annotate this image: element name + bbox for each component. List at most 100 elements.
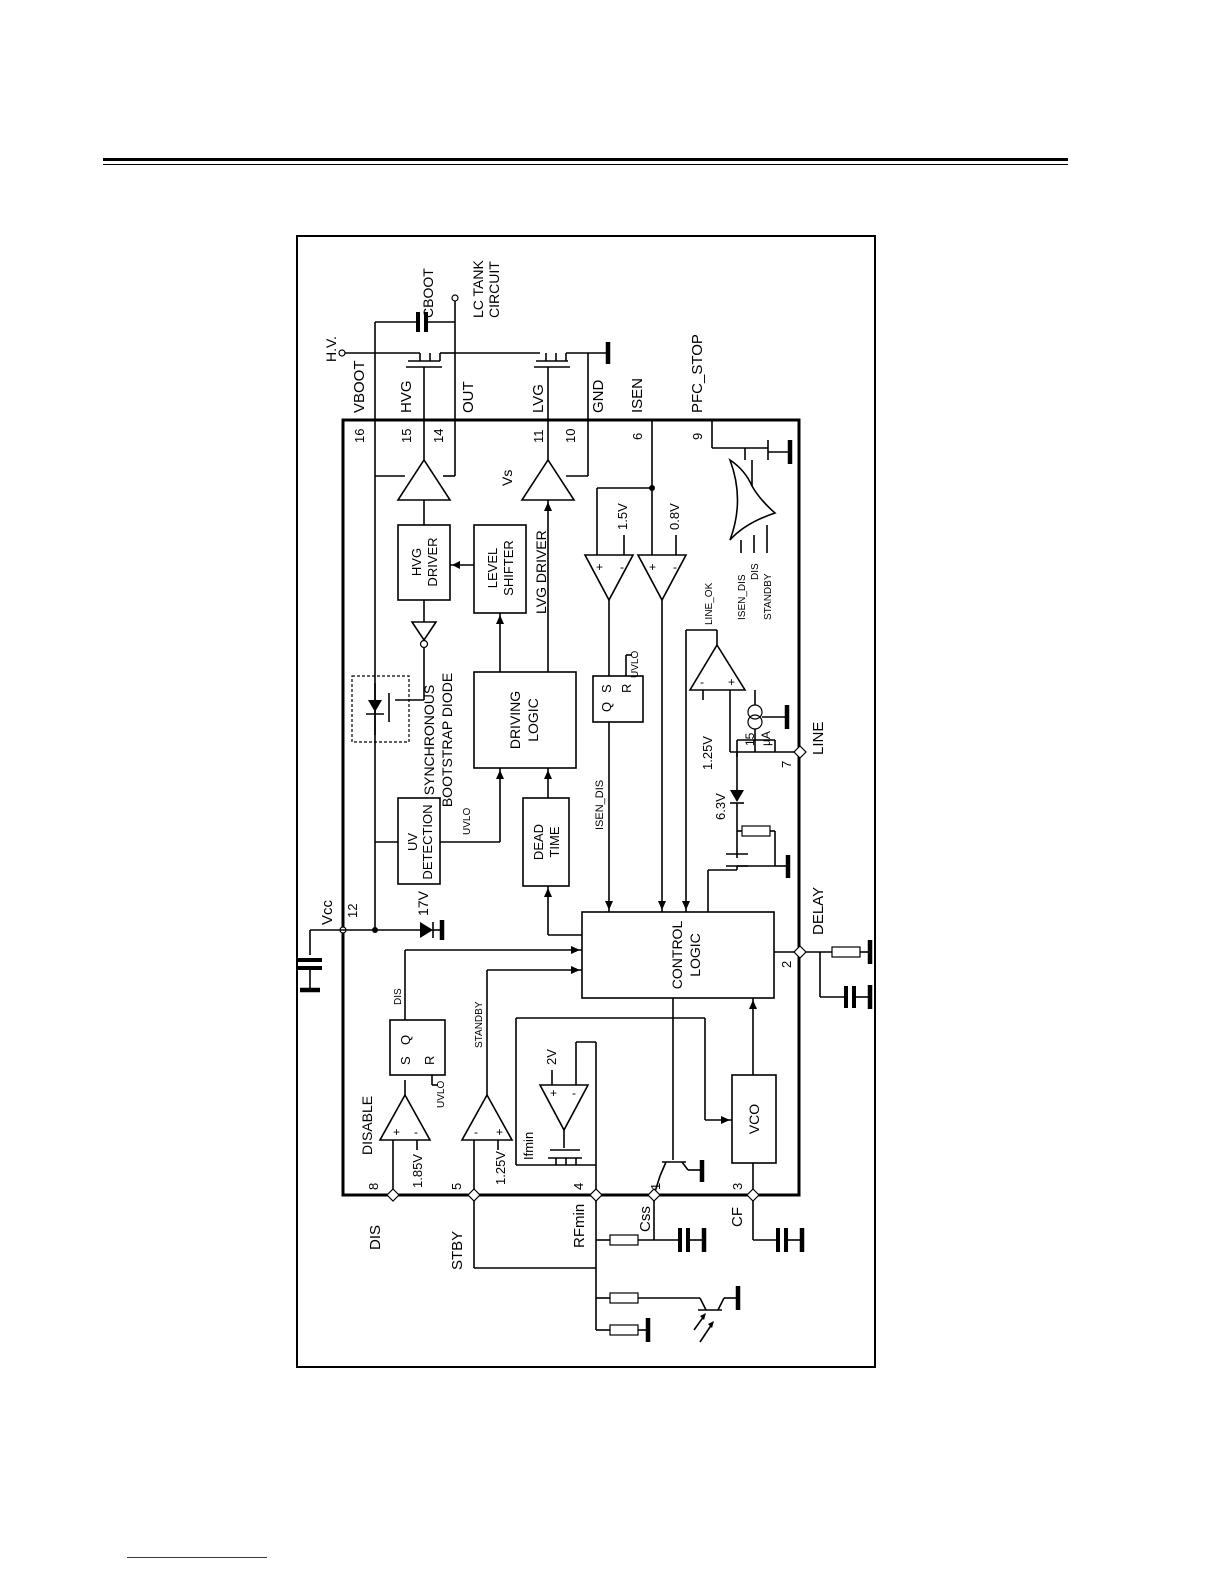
pin-out-label: OUT (460, 381, 477, 413)
zener-17v-label: 17V (415, 890, 431, 916)
pin-isen-label: ISEN (629, 378, 646, 413)
disable-latch-s: S (398, 1056, 413, 1065)
pin-number-6: 6 (630, 433, 645, 440)
uvlo-label-uv: UVLO (462, 808, 473, 835)
isen-latch-block (592, 675, 644, 723)
pin-number-2: 2 (779, 961, 794, 968)
pin-number-12: 12 (345, 904, 360, 918)
line-threshold-1-25v: 1.25V (700, 736, 715, 770)
standby-comparator (460, 1093, 514, 1141)
dead-time-area: DEAD TIME (522, 768, 582, 936)
isen-latch: Q S R UVLO ISEN_DIS (592, 651, 644, 912)
external-bottom-circuit (473, 1201, 805, 1343)
line-comparator: - + LINE_OK 1.25V 15 µA 7 LINE 6.3V (682, 582, 827, 912)
current-ua-label: µA (759, 731, 773, 746)
line-comp-triangle (688, 643, 747, 691)
svg-text:-: - (620, 560, 624, 574)
isen-comparator-1 (583, 554, 635, 602)
pin-number-1: 1 (648, 1183, 663, 1190)
isen-threshold-1-5v: 1.5V (615, 503, 630, 530)
bottom-pins: 8 5 4 1 3 DIS STBY RFmin Css CF (366, 1183, 760, 1270)
delay-pin-area: 2 DELAY (774, 887, 873, 1009)
pin-delay-label: DELAY (810, 887, 827, 935)
pin-line-label: LINE (810, 722, 827, 755)
pfc-stop-logic: ISEN_DIS DIS STANDBY (711, 420, 793, 620)
bootstrap-and-power-stage (338, 294, 611, 420)
low-side-path: Vs LVG DRIVER (496, 420, 589, 672)
ifmin-label: Ifmin (521, 1132, 536, 1160)
isen-comparator-2 (636, 554, 688, 602)
sync-bootstrap-diode (351, 675, 410, 743)
cboot-label: CBOOT (420, 268, 436, 318)
vco-block (731, 1074, 777, 1164)
ic-outline (341, 418, 801, 1197)
zener-6-3v-label: 6.3V (713, 793, 728, 820)
pin-number-4: 4 (571, 1183, 586, 1190)
svg-text:-: - (572, 1086, 576, 1100)
svg-text:+: + (550, 1086, 557, 1100)
disable-standby-area: + - DISABLE 1.85V S Q R UVLO DIS - + 1.2… (359, 946, 582, 1195)
pin-number-16: 16 (352, 429, 367, 443)
standby-threshold-1-25v: 1.25V (493, 1151, 508, 1185)
ifmin-amplifier (538, 1084, 590, 1132)
header-rule-thin (103, 164, 1068, 165)
uv-detection-block (397, 797, 441, 885)
pin-vboot-label: VBOOT (351, 360, 368, 413)
pin-number-14: 14 (431, 429, 446, 443)
pin-dis-label: DIS (367, 1225, 384, 1250)
lc-tank-label-1: LC TANK (470, 260, 486, 318)
pin-pfc-stop-label: PFC_STOP (689, 334, 706, 413)
vs-label: Vs (499, 470, 515, 486)
level-shifter-text-2: SHIFTER (501, 540, 516, 596)
isen-dis-signal: ISEN_DIS (594, 780, 606, 830)
pin-cf-label: CF (729, 1207, 746, 1227)
standby-signal: STANDBY (474, 1001, 485, 1048)
driving-logic-block (473, 671, 577, 769)
svg-text:-: - (474, 1125, 478, 1139)
uv-detection-text-2: DETECTION (420, 804, 435, 879)
top-pin-numbers: 16 15 14 11 10 6 9 (352, 429, 705, 443)
pin-css-label: Css (637, 1206, 654, 1232)
hvg-driver-text-2: DRIVER (425, 537, 440, 586)
hvg-buffer (396, 458, 452, 501)
pin-number-9: 9 (690, 433, 705, 440)
disable-threshold-1-85v: 1.85V (410, 1154, 425, 1188)
isen-latch-r: R (619, 684, 634, 693)
pin-number-8: 8 (366, 1183, 381, 1190)
pin-gnd-label: GND (590, 380, 607, 414)
sync-diode-text-1: SYNCHRONOUS (421, 685, 437, 795)
uvlo-label-isen: UVLO (630, 651, 641, 678)
control-logic-block (581, 911, 775, 999)
oscillator-area: + - 2V Ifmin VCO (515, 998, 777, 1196)
disable-latch-r: R (422, 1056, 437, 1065)
ref-2v-label: 2V (544, 1049, 559, 1065)
isen-latch-q: Q (599, 702, 614, 712)
svg-text:+: + (496, 1125, 503, 1139)
inverter-symbol (410, 621, 438, 642)
dead-time-text-1: DEAD (531, 824, 546, 860)
svg-text:+: + (728, 675, 735, 689)
lvg-driver-label: LVG DRIVER (533, 530, 549, 614)
uvlo-label-disable: UVLO (436, 1081, 447, 1108)
current-15-label: 15 (743, 732, 757, 746)
disable-label: DISABLE (359, 1096, 375, 1155)
svg-text:-: - (673, 560, 677, 574)
uv-detection-area: UV DETECTION UVLO (375, 768, 504, 885)
or-input-isen-dis: ISEN_DIS (737, 574, 748, 620)
dis-signal: DIS (393, 988, 404, 1005)
pin-stby-label: STBY (449, 1231, 466, 1270)
pin-number-15: 15 (399, 429, 414, 443)
hvg-driver-block (397, 524, 451, 601)
pin-number-3: 3 (730, 1183, 745, 1190)
pin-rfmin-label: RFmin (571, 1204, 588, 1248)
hv-label: H.V. (323, 336, 339, 362)
driving-logic-text-2: LOGIC (525, 698, 541, 742)
vcc-area: Vcc 12 17V (298, 890, 445, 993)
lc-tank-label-2: CIRCUIT (486, 261, 502, 318)
driving-logic-text-1: DRIVING (507, 691, 523, 749)
pin-number-7: 7 (779, 761, 794, 768)
level-shifter-block (473, 524, 527, 614)
dead-time-text-2: TIME (547, 826, 562, 857)
isen-comparators: + - + - 1.5V 0.8V (583, 420, 688, 912)
